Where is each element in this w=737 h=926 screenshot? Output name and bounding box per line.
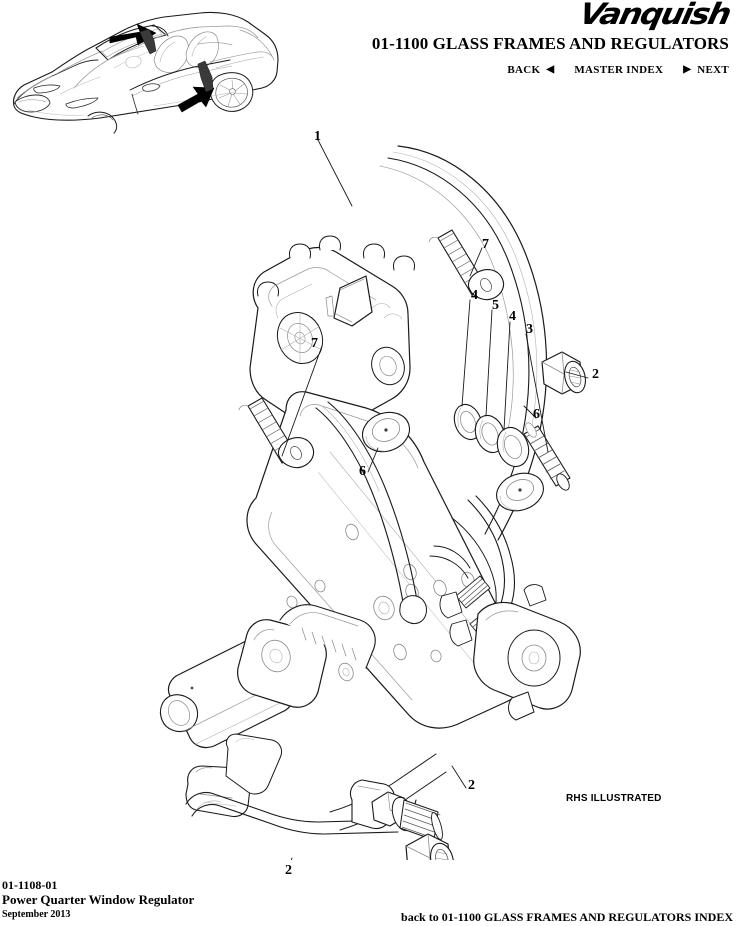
- callout-6-lower: 6: [359, 464, 366, 479]
- callout-leader-lines: [281, 139, 589, 860]
- vanquish-wordmark-logo: Vanquish: [576, 0, 733, 32]
- cable-drum-housing: [473, 601, 581, 721]
- callout-2-bottom: 2: [285, 863, 292, 878]
- cable-spring-upper: [455, 575, 491, 609]
- footer-index-link-wrap: back to 01-1100 GLASS FRAMES AND REGULAT…: [401, 910, 733, 925]
- nav-master-index-link[interactable]: MASTER INDEX: [574, 64, 664, 76]
- part-7-socket-bolt-upper: [428, 229, 505, 301]
- callout-7-lower: 7: [311, 336, 318, 351]
- footer-part-name: Power Quarter Window Regulator: [2, 892, 195, 907]
- vehicle-thumbnail: [4, 2, 284, 134]
- footer-part-info: 01-1108-01 Power Quarter Window Regulato…: [2, 878, 194, 921]
- nav-back-link[interactable]: BACK: [507, 64, 541, 76]
- part-4-washer-b: [496, 426, 530, 468]
- callout-3: 3: [526, 322, 533, 337]
- exploded-parts-diagram: [0, 100, 737, 860]
- flange-nut-upper-right: [541, 351, 586, 395]
- callout-7-upper: 7: [482, 237, 489, 252]
- callout-4-b: 4: [509, 309, 516, 324]
- part-6-grommet-upper: [496, 472, 544, 512]
- callout-4-a: 4: [471, 288, 478, 303]
- page-title: 01-1100 GLASS FRAMES AND REGULATORS: [371, 34, 729, 53]
- regulator-lift-arm: [315, 401, 427, 625]
- footer-part-code: 01-1108-01: [2, 878, 58, 892]
- callout-2-middle: 2: [468, 778, 475, 793]
- washer-stack: [453, 403, 530, 468]
- page-navigation: BACK ◀ MASTER INDEX ▶ NEXT: [507, 64, 729, 76]
- flange-nut-lower-right: [405, 833, 454, 860]
- callout-1: 1: [314, 129, 321, 144]
- callout-arrow-icon-rear: [177, 86, 215, 113]
- back-to-index-link[interactable]: back to 01-1100 GLASS FRAMES AND REGULAT…: [401, 910, 733, 924]
- callout-6-upper: 6: [533, 407, 540, 422]
- footer-issue-date: September 2013: [2, 909, 71, 920]
- stud-bolt-lower-middle: [349, 779, 443, 841]
- callout-5: 5: [492, 298, 499, 313]
- back-arrow-icon[interactable]: ◀: [546, 64, 555, 75]
- part-1-quarter-window-frame: [325, 275, 373, 327]
- regulator-position-marker: [139, 28, 214, 93]
- next-arrow-icon[interactable]: ▶: [683, 64, 692, 75]
- rhs-illustrated-note: RHS ILLUSTRATED: [566, 793, 662, 804]
- callout-2-upper-right: 2: [592, 367, 599, 382]
- window-motor-assembly: [159, 604, 376, 818]
- part-3-threaded-stud: [523, 422, 571, 491]
- part-7-socket-bolt-lower: [238, 397, 315, 469]
- nav-next-link[interactable]: NEXT: [697, 64, 729, 76]
- part-6-grommet-lower: [361, 411, 411, 453]
